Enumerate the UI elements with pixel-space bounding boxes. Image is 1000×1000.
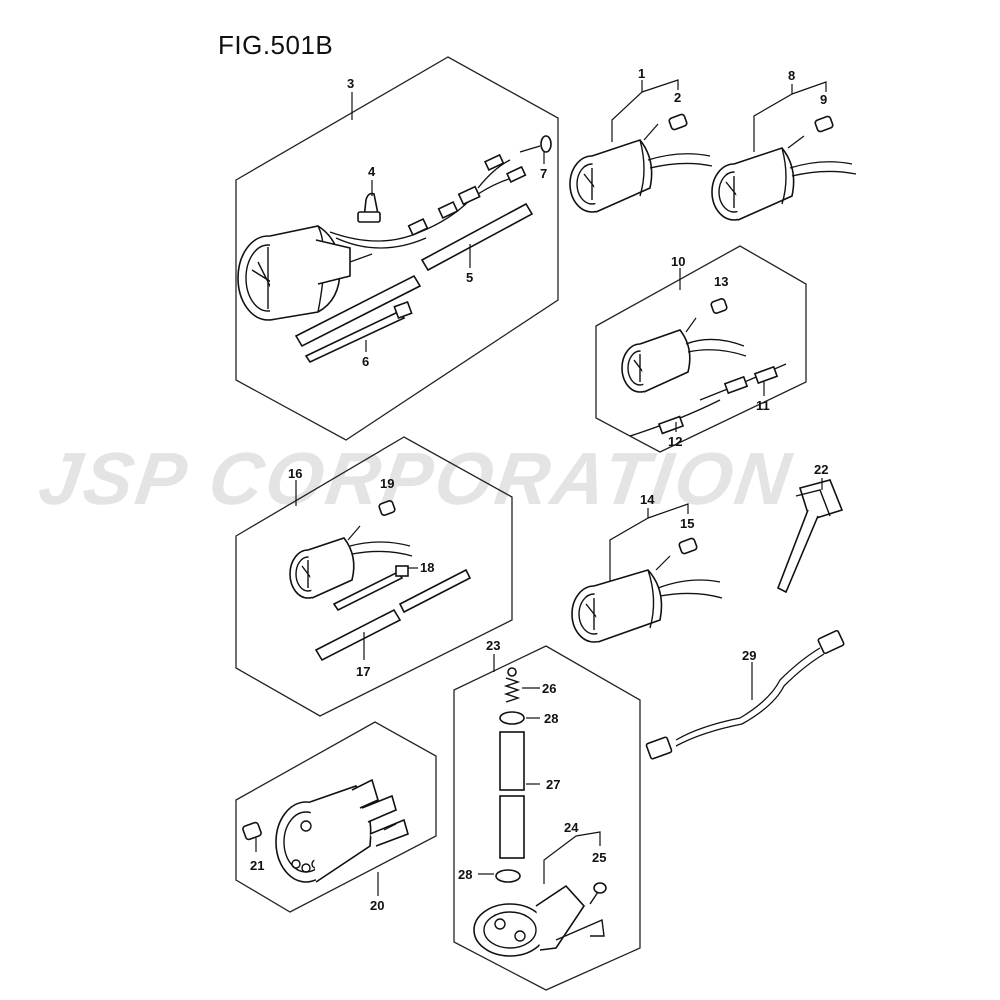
meter-20-part[interactable] [275, 778, 409, 883]
callout-8: 8 [788, 68, 795, 83]
bulb-4-part[interactable] [357, 180, 381, 223]
gauge-8-part[interactable] [711, 135, 857, 221]
callout-3: 3 [347, 76, 354, 91]
leader-8-9 [753, 81, 827, 152]
callout-23: 23 [486, 638, 500, 653]
callout-28-upper: 28 [544, 711, 558, 726]
cable-tie-6-part[interactable] [304, 300, 413, 364]
gauge-16-part[interactable] [289, 525, 413, 599]
spring-26-part[interactable] [503, 667, 540, 703]
kit-box-16 [235, 436, 513, 717]
tube-17-part[interactable] [314, 568, 472, 662]
bulb-19-part[interactable] [378, 500, 396, 516]
gauge-3-part[interactable] [237, 153, 527, 321]
tube-27-part[interactable] [499, 731, 540, 859]
callout-16: 16 [288, 466, 302, 481]
kit-box-10 [595, 245, 807, 453]
callout-13: 13 [714, 274, 728, 289]
callout-26: 26 [542, 681, 556, 696]
callout-14: 14 [640, 492, 655, 507]
callout-18: 18 [420, 560, 434, 575]
kit-box-23 [453, 645, 641, 991]
harness-12-part[interactable] [629, 399, 721, 437]
callout-27: 27 [546, 777, 560, 792]
bulb-2-part[interactable] [668, 113, 688, 131]
callout-29: 29 [742, 648, 756, 663]
tie-18-part[interactable] [332, 565, 418, 612]
kit-box-3 [235, 56, 559, 441]
callout-7: 7 [540, 166, 547, 181]
callout-12: 12 [668, 434, 682, 449]
callout-19: 19 [380, 476, 394, 491]
bulb-15-part[interactable] [678, 537, 698, 555]
gauge-14-part[interactable] [571, 555, 723, 643]
callout-9: 9 [820, 92, 827, 107]
callout-17: 17 [356, 664, 370, 679]
leader-1-2 [611, 79, 679, 142]
callout-10: 10 [671, 254, 685, 269]
callout-24: 24 [564, 820, 579, 835]
part-22[interactable] [776, 478, 844, 594]
callout-22: 22 [814, 462, 828, 477]
harness-11-part[interactable] [699, 363, 787, 401]
tube-5-part[interactable] [294, 202, 534, 348]
kit-box-20 [235, 721, 437, 913]
clamp-28-lower-part[interactable] [478, 869, 521, 883]
callout-1: 1 [638, 66, 645, 81]
gauge-10-part[interactable] [621, 317, 747, 393]
bulb-13-part[interactable] [710, 298, 728, 314]
leader-24-25 [543, 831, 601, 884]
harness-29-part[interactable] [645, 629, 845, 760]
screw-7-part[interactable] [519, 135, 552, 164]
callout-28-lower: 28 [458, 867, 472, 882]
callout-6: 6 [362, 354, 369, 369]
screw-25-part[interactable] [589, 882, 607, 905]
callout-20: 20 [370, 898, 384, 913]
bulb-9-part[interactable] [814, 115, 834, 133]
leader-14-15 [609, 503, 689, 582]
callout-21: 21 [250, 858, 264, 873]
callout-4: 4 [368, 164, 376, 179]
callout-2: 2 [674, 90, 681, 105]
callout-11: 11 [756, 398, 770, 413]
figure-title: FIG.501B [218, 30, 334, 60]
callout-15: 15 [680, 516, 694, 531]
bracket-24-part[interactable] [473, 884, 605, 957]
callout-25: 25 [592, 850, 606, 865]
bulb-21-part[interactable] [242, 821, 262, 852]
callout-5: 5 [466, 270, 473, 285]
gauge-1-part[interactable] [569, 123, 713, 213]
clamp-28-upper-part[interactable] [499, 711, 540, 725]
